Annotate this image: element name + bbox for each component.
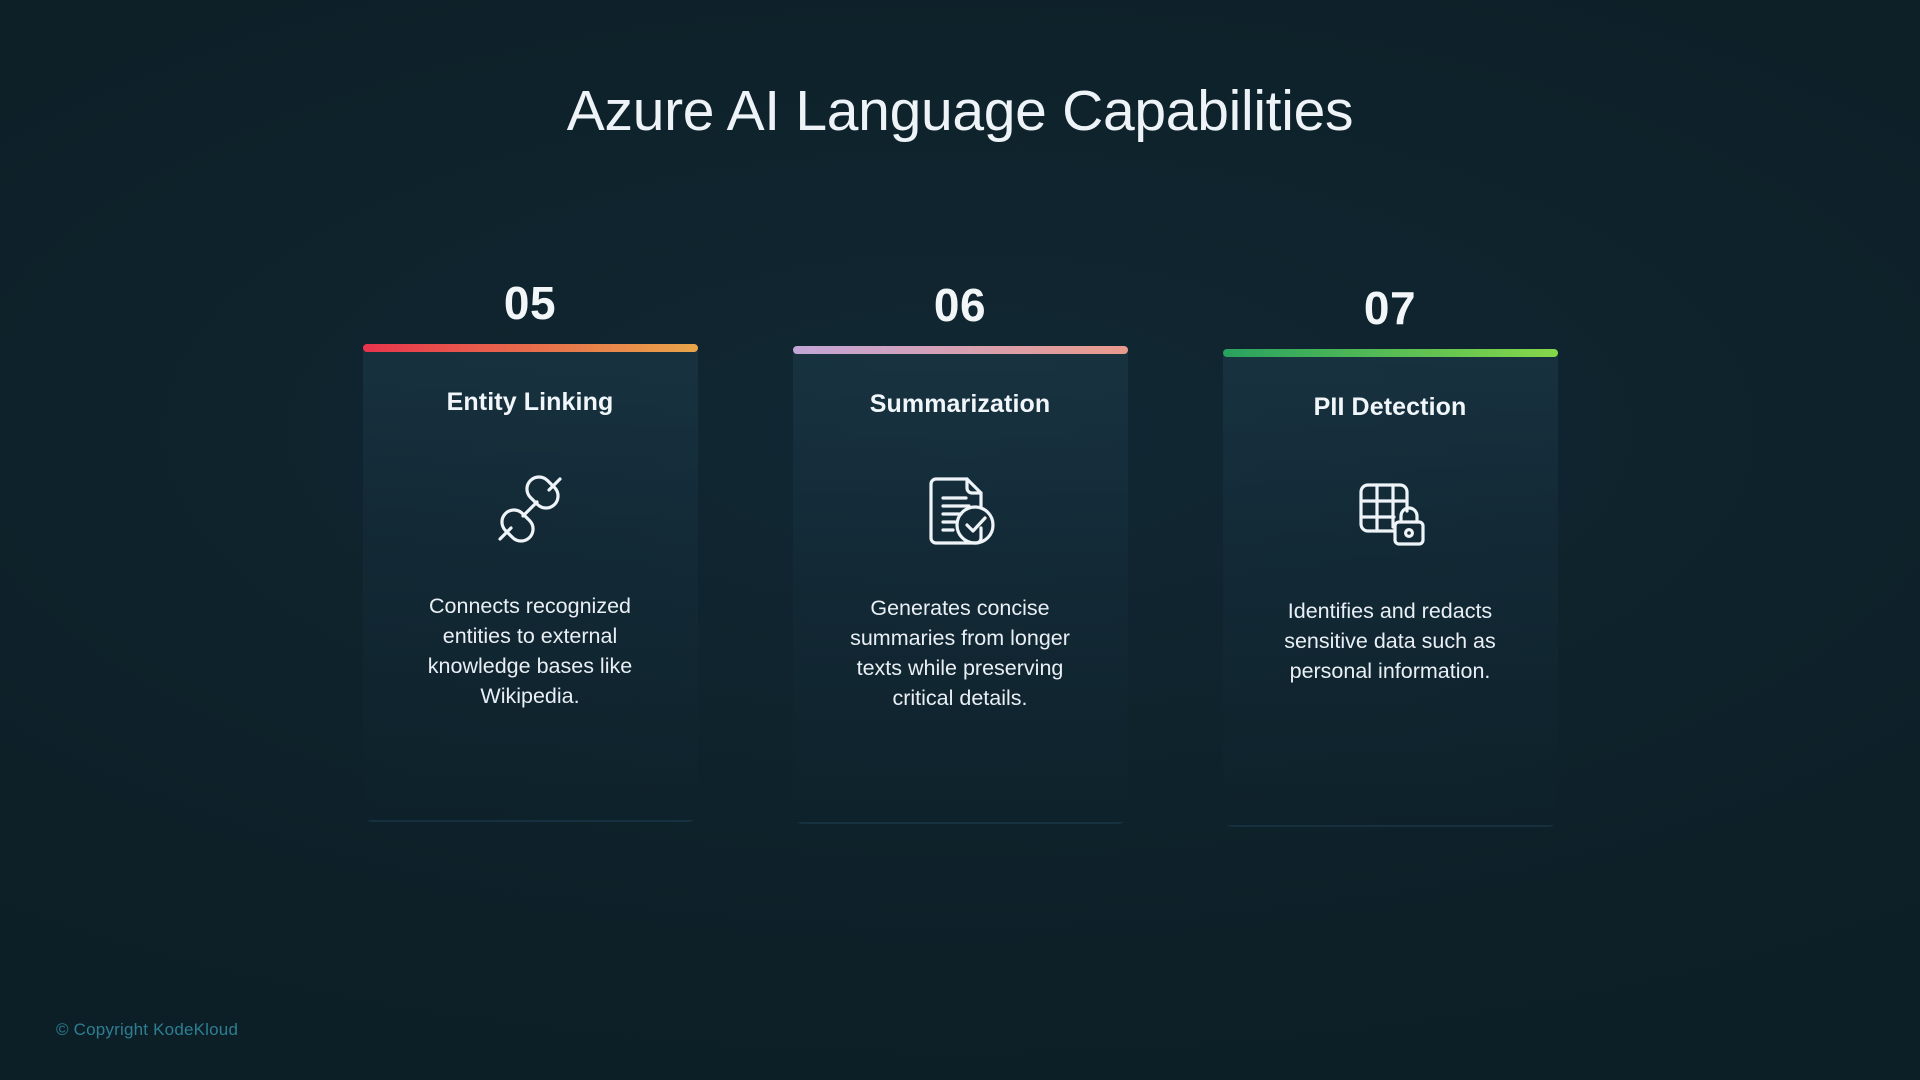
card-accent-bar (1222, 349, 1558, 357)
card-body: Summarization Generate (792, 352, 1128, 824)
grid-lock-icon (1223, 466, 1558, 562)
card-description: Identifies and redacts sensitive data su… (1284, 599, 1496, 683)
card-accent-bar (362, 344, 698, 352)
card-body: Entity Linking Connects recognized entit… (362, 350, 698, 822)
chain-link-icon (363, 461, 698, 557)
card-body: PII Detection Identifies and redacts sen… (1222, 355, 1558, 827)
capability-card-summarization[interactable]: 06 Summarization (792, 279, 1128, 824)
capability-card-entity-linking[interactable]: 05 Entity Linking Connects recognized en… (362, 277, 698, 822)
page-title: Azure AI Language Capabilities (566, 79, 1354, 143)
capability-card-pii-detection[interactable]: 07 PII Detection Identifie (1222, 282, 1558, 827)
footer-copyright: © Copyright KodeKloud (56, 1020, 239, 1039)
card-number: 05 (503, 277, 557, 329)
card-description: Generates concise summaries from longer … (850, 596, 1070, 710)
card-title: PII Detection (1313, 393, 1467, 421)
card-title: Entity Linking (446, 388, 614, 416)
document-check-icon (793, 463, 1128, 559)
card-number: 07 (1363, 282, 1417, 334)
card-accent-bar (792, 346, 1128, 354)
capability-card-list: 05 Entity Linking Connects recognized en… (0, 280, 1920, 840)
card-title: Summarization (869, 390, 1051, 418)
card-number: 06 (933, 279, 987, 331)
card-description: Connects recognized entities to external… (427, 594, 633, 708)
